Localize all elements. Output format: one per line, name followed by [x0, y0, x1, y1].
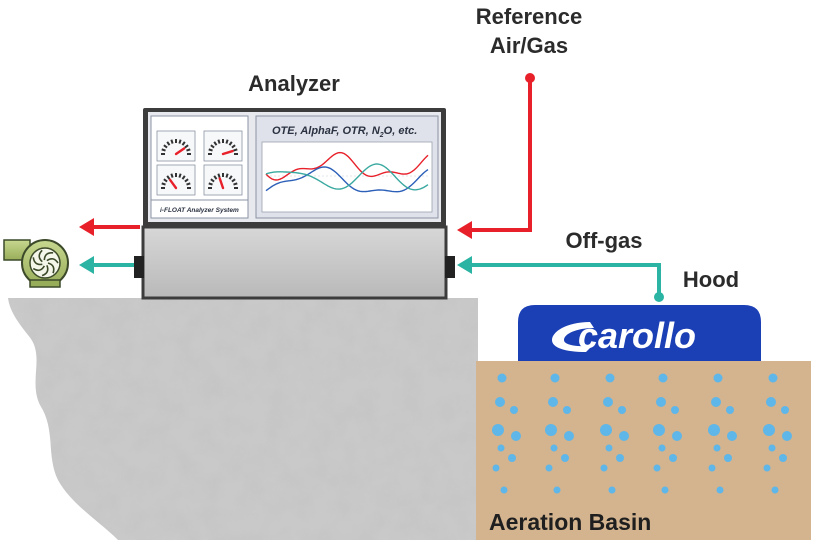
hood: carollo [518, 305, 761, 361]
bubble [781, 406, 789, 414]
bubble [724, 454, 732, 462]
bubble [564, 431, 574, 441]
blower-line-teal [79, 256, 140, 274]
bubble [653, 424, 665, 436]
basin-label: Aeration Basin [489, 509, 651, 535]
bubble [711, 397, 721, 407]
bubble [548, 397, 558, 407]
gauge-icon [203, 164, 243, 196]
bubble [661, 486, 669, 494]
bubble [603, 397, 613, 407]
carollo-logo: carollo [552, 315, 696, 356]
bubble [768, 444, 776, 452]
bubble [545, 424, 557, 436]
bubble [600, 424, 612, 436]
bubble [605, 373, 615, 383]
bubble [511, 431, 521, 441]
bubble [618, 406, 626, 414]
bubble [763, 424, 775, 436]
reference-air-line [457, 73, 535, 239]
fan-blade [32, 265, 46, 272]
blower-icon [3, 239, 69, 288]
analyzer-label: Analyzer [248, 71, 340, 96]
bubble [497, 373, 507, 383]
bubble [771, 486, 779, 494]
bubble [600, 464, 608, 472]
bubble [495, 397, 505, 407]
analyzer: i-FLOAT Analyzer System OTE, AlphaF, OTR… [134, 108, 455, 300]
bubble [768, 373, 778, 383]
offgas-label: Off-gas [566, 228, 643, 253]
hood-label: Hood [683, 267, 739, 292]
bubble [550, 444, 558, 452]
fan-blade [46, 257, 59, 264]
aeration-basin [476, 361, 811, 540]
bubble [608, 486, 616, 494]
reference-label-line2: Air/Gas [490, 33, 568, 58]
bubble [510, 406, 518, 414]
gauge-icon [156, 164, 196, 196]
bubble [563, 406, 571, 414]
bubble [656, 397, 666, 407]
bubble [727, 431, 737, 441]
bubble [766, 397, 776, 407]
ground-rock [8, 298, 486, 540]
bubble [782, 431, 792, 441]
gauge-icon [156, 130, 196, 162]
exhaust-line-red [79, 218, 140, 236]
panel-caption: i-FLOAT Analyzer System [160, 207, 239, 214]
trend-line [265, 166, 429, 193]
bubble [713, 444, 721, 452]
bubble [669, 454, 677, 462]
bubble [619, 431, 629, 441]
bubble [545, 464, 553, 472]
bubble [763, 464, 771, 472]
bubble [653, 464, 661, 472]
bubble [605, 444, 613, 452]
bubble [713, 373, 723, 383]
bubble [658, 444, 666, 452]
bubble [672, 431, 682, 441]
bubble [561, 454, 569, 462]
bubble [508, 454, 516, 462]
bubble [779, 454, 787, 462]
fan-blade [43, 251, 54, 261]
bubble [708, 424, 720, 436]
bubble [500, 486, 508, 494]
trend-line [265, 151, 429, 181]
bubble [671, 406, 679, 414]
reference-label-line1: Reference [476, 4, 582, 29]
hood-logo-text: carollo [578, 315, 696, 356]
bubble [553, 486, 561, 494]
fan-blade [38, 249, 43, 263]
bubble [708, 464, 716, 472]
bubbles-group [492, 373, 792, 494]
bubble [497, 444, 505, 452]
screen-title: OTE, AlphaF, OTR, N2O, etc. [272, 125, 417, 139]
bubble [716, 486, 724, 494]
trend-line [265, 163, 429, 191]
fan-blade [47, 262, 55, 274]
offgas-line [457, 256, 664, 302]
bubble [726, 406, 734, 414]
gauge-icon [203, 130, 243, 162]
bubble [492, 424, 504, 436]
bubble [550, 373, 560, 383]
bubble [658, 373, 668, 383]
fan-blade [41, 265, 49, 277]
fan-blade [32, 257, 43, 266]
bubble [492, 464, 500, 472]
bubble [616, 454, 624, 462]
